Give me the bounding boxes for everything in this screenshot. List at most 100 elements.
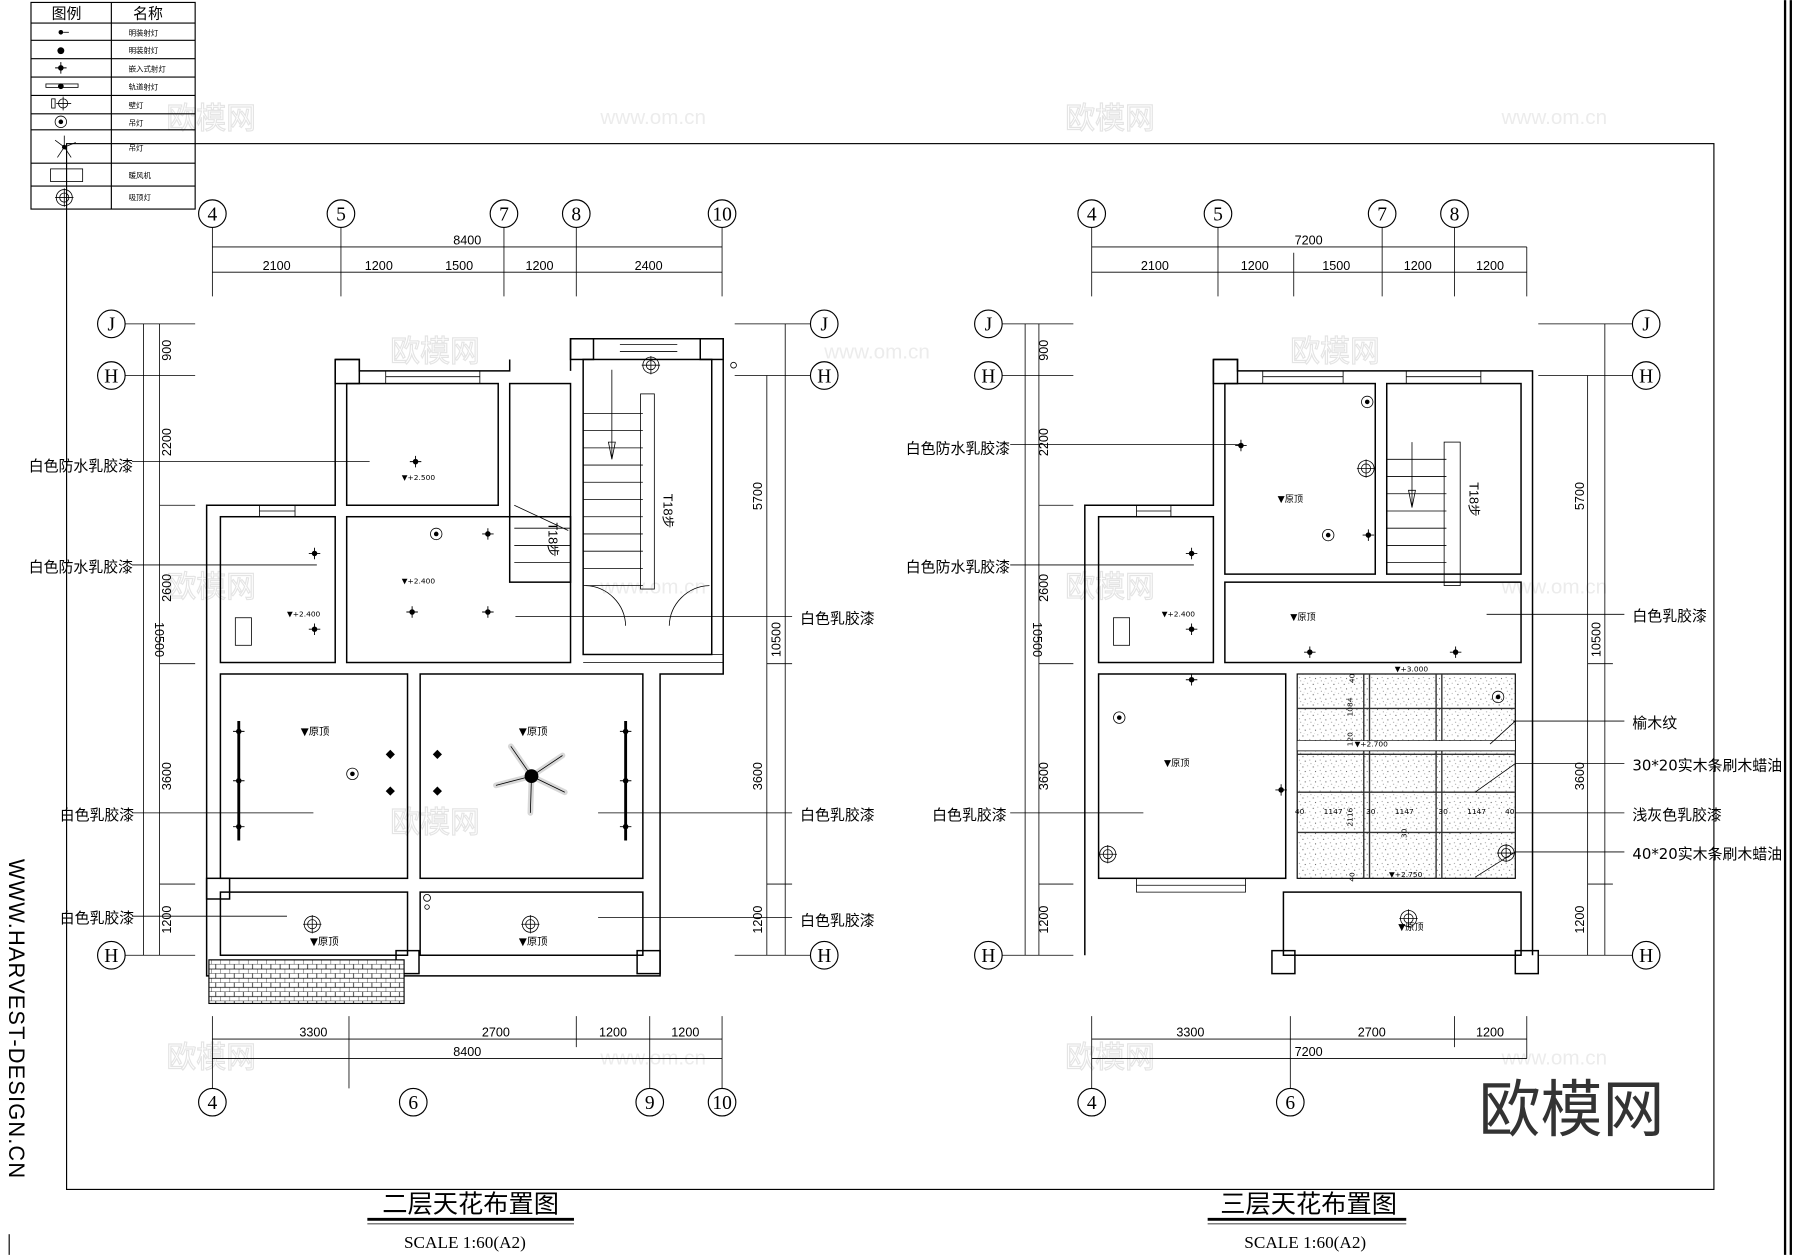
- light-fixtures: [1098, 395, 1516, 929]
- svg-text:900: 900: [160, 340, 174, 361]
- svg-text:2100: 2100: [263, 259, 291, 273]
- pendant-lamp-icon: [346, 767, 359, 781]
- svg-text:白色防水乳胶漆: 白色防水乳胶漆: [906, 440, 1010, 458]
- svg-text:900: 900: [1037, 340, 1051, 361]
- svg-text:1147: 1147: [1467, 807, 1486, 816]
- svg-text:▼原顶: ▼原顶: [519, 726, 548, 738]
- svg-text:H: H: [104, 366, 118, 387]
- svg-text:T18步: T18步: [661, 494, 675, 528]
- surface-spotlight-icon: [385, 786, 395, 796]
- svg-text:欧模网: 欧模网: [166, 570, 255, 605]
- svg-text:J: J: [820, 315, 828, 336]
- svg-text:2200: 2200: [160, 428, 174, 456]
- svg-text:1500: 1500: [445, 259, 473, 273]
- svg-text:吊灯: 吊灯: [129, 117, 144, 127]
- recessed-spotlight-icon: [1185, 673, 1198, 686]
- svg-text:欧模网: 欧模网: [1065, 102, 1154, 137]
- svg-text:9: 9: [645, 1093, 655, 1114]
- svg-text:30: 30: [1438, 807, 1448, 816]
- svg-text:2200: 2200: [1037, 428, 1051, 456]
- svg-text:2700: 2700: [482, 1026, 510, 1040]
- svg-text:欧模网: 欧模网: [1290, 335, 1379, 370]
- svg-text:8: 8: [1450, 205, 1460, 226]
- legend-icons: [45, 29, 84, 208]
- svg-text:3600: 3600: [160, 762, 174, 790]
- svg-text:欧模网: 欧模网: [390, 805, 479, 840]
- svg-text:4: 4: [1087, 1093, 1097, 1114]
- svg-text:J: J: [108, 315, 116, 336]
- elevation-marks: ▼+2.500 ▼+2.400 ▼+2.400 ▼原顶 ▼原顶 ▼原顶 ▼原顶: [287, 473, 547, 948]
- track-spotlight-icon: [1303, 645, 1317, 659]
- svg-text:3300: 3300: [1176, 1026, 1204, 1040]
- svg-text:2600: 2600: [160, 574, 174, 602]
- staircase: T18步 T18步: [514, 369, 675, 590]
- svg-text:40: 40: [1348, 872, 1357, 882]
- track-spotlight-icon: [1449, 645, 1462, 659]
- svg-text:1200: 1200: [1404, 259, 1432, 273]
- track-spotlight-icon: [232, 721, 632, 841]
- side-url: WWW.HARVEST-DESIGN.CN: [4, 859, 29, 1179]
- svg-text:40: 40: [1505, 807, 1515, 816]
- svg-text:10500: 10500: [770, 622, 784, 657]
- walls: [1084, 358, 1540, 975]
- fan-pendant-icon: [493, 743, 568, 816]
- svg-text:1147: 1147: [1324, 807, 1343, 816]
- heater-fan-icon: [234, 617, 252, 646]
- svg-text:白色乳胶漆: 白色乳胶漆: [1632, 607, 1707, 625]
- svg-text:1200: 1200: [1476, 259, 1504, 273]
- svg-text:吊灯: 吊灯: [129, 143, 144, 153]
- recessed-spotlight-icon: [308, 547, 321, 560]
- svg-text:轨道射灯: 轨道射灯: [129, 82, 159, 92]
- recessed-spotlight-icon: [409, 455, 422, 468]
- svg-text:浅灰色乳胶漆: 浅灰色乳胶漆: [1632, 806, 1722, 824]
- wood-grid-ceiling: 1084 120 2116 40 1147 30 1147 30 1147 40…: [1295, 673, 1516, 882]
- svg-text:2400: 2400: [635, 259, 663, 273]
- recessed-spotlight-icon: [308, 623, 321, 636]
- svg-text:3300: 3300: [299, 1026, 327, 1040]
- recessed-spotlight-icon: [481, 605, 495, 619]
- svg-text:白色乳胶漆: 白色乳胶漆: [60, 806, 135, 824]
- svg-text:www.om.cn: www.om.cn: [599, 106, 706, 129]
- svg-text:2700: 2700: [1358, 1026, 1386, 1040]
- svg-text:40: 40: [1348, 673, 1357, 683]
- svg-text:▼+2.400: ▼+2.400: [402, 576, 436, 585]
- heater-fan-icon: [1113, 617, 1130, 646]
- pendant-lamp-icon: [429, 527, 443, 541]
- watermark-logo: 欧模网: [1479, 1073, 1665, 1146]
- svg-text:8: 8: [571, 205, 581, 226]
- bottom-axes: 3300 2700 1200 7200 4 6: [1077, 1016, 1528, 1117]
- svg-text:欧模网: 欧模网: [390, 335, 479, 370]
- svg-text:www.om.cn: www.om.cn: [599, 576, 706, 599]
- svg-text:图例: 图例: [52, 5, 82, 23]
- drawing-frame: [66, 143, 1715, 1190]
- wall-lamp-icon: [1356, 458, 1376, 479]
- svg-text:7200: 7200: [1295, 1045, 1323, 1059]
- watermarks: 欧模网 www.om.cn 欧模网 www.om.cn 欧模网 www.om.c…: [166, 101, 1608, 1076]
- svg-text:www.om.cn: www.om.cn: [1501, 106, 1608, 129]
- svg-text:白色乳胶漆: 白色乳胶漆: [932, 806, 1007, 824]
- svg-text:T18步: T18步: [1466, 482, 1480, 516]
- svg-text:1200: 1200: [751, 906, 765, 934]
- svg-text:5: 5: [1213, 205, 1223, 226]
- svg-text:白色乳胶漆: 白色乳胶漆: [800, 806, 875, 824]
- svg-text:1200: 1200: [1037, 906, 1051, 934]
- svg-text:▼原顶: ▼原顶: [1278, 494, 1303, 505]
- svg-text:www.om.cn: www.om.cn: [823, 340, 930, 363]
- recessed-spotlight-icon: [1234, 439, 1248, 452]
- pendant-lamp-icon: [1112, 711, 1126, 724]
- svg-text:1200: 1200: [599, 1026, 627, 1040]
- svg-text:5700: 5700: [751, 482, 765, 510]
- svg-text:▼+2.750: ▼+2.750: [1389, 870, 1423, 879]
- wall-lamp-icon: [51, 96, 72, 111]
- track-spotlight-icon: [45, 83, 79, 90]
- svg-text:8400: 8400: [453, 234, 481, 248]
- svg-text:1200: 1200: [526, 259, 554, 273]
- svg-text:▼原顶: ▼原顶: [1290, 612, 1315, 623]
- svg-text:120: 120: [1345, 732, 1354, 746]
- surface-spotlight-icon: [432, 749, 442, 759]
- staircase: T18步: [1386, 441, 1480, 587]
- recessed-spotlight-icon: [54, 61, 68, 75]
- svg-text:H: H: [817, 946, 831, 967]
- surface-spotlight-icon: [385, 749, 395, 759]
- svg-text:4: 4: [207, 205, 217, 226]
